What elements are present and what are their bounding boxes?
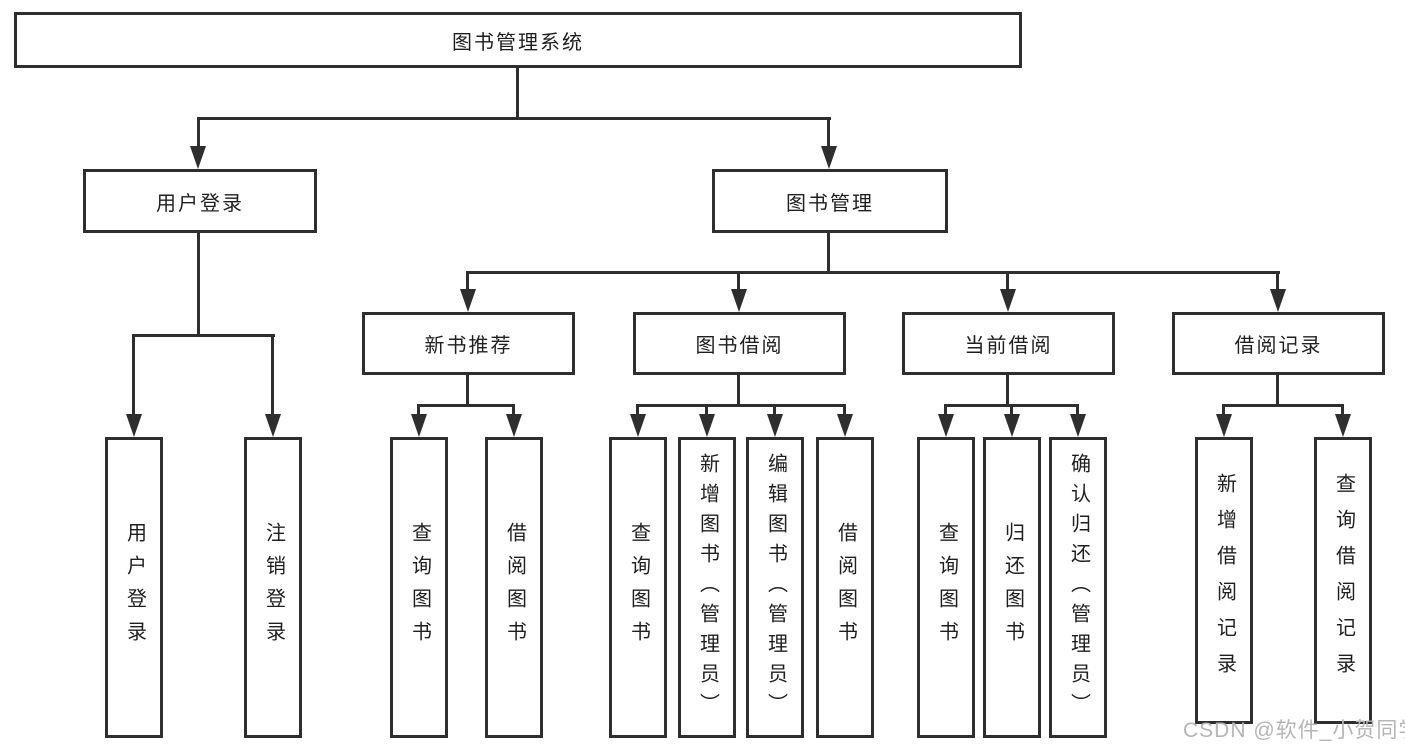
leaf-borrow-books-label: 借阅图书 xyxy=(834,521,857,654)
leaf-query-books-label: 查询图书 xyxy=(627,521,650,654)
connector-stem xyxy=(705,404,708,417)
arrowhead-down-icon xyxy=(767,414,783,437)
arrowhead-down-icon xyxy=(1070,414,1086,437)
connector-stem xyxy=(1222,404,1225,417)
leaf-confirm-return-admin: 确认归还（管理员） xyxy=(1049,437,1107,738)
node-current-borrowing: 当前借阅 xyxy=(902,312,1115,375)
connector-stem-current-borrow xyxy=(1006,271,1009,292)
connector-new-book-drop-line xyxy=(466,373,469,406)
connector-stem-book-management xyxy=(827,117,830,149)
leaf-logout: 注销登录 xyxy=(244,437,302,738)
connector-stem xyxy=(1341,404,1344,417)
connector-current-borrow-drop-line xyxy=(1006,373,1009,406)
leaf-logout-label: 注销登录 xyxy=(262,521,285,654)
connector-stem-leaf-user-login xyxy=(132,334,135,417)
connector-stem-book-borrow xyxy=(737,271,740,292)
node-user-login: 用户登录 xyxy=(83,169,317,233)
leaf-borrow-books-recommend: 借阅图书 xyxy=(485,437,543,738)
connector-stem xyxy=(843,404,846,417)
leaf-add-books-admin: 新增图书（管理员） xyxy=(678,437,736,738)
node-new-book-recommendation: 新书推荐 xyxy=(362,312,575,375)
leaf-query-borrow-record: 查询借阅记录 xyxy=(1314,437,1372,724)
connector-stem xyxy=(512,404,515,417)
arrowhead-down-icon xyxy=(506,414,522,437)
leaf-borrow-books: 借阅图书 xyxy=(816,437,874,738)
connector-user-login-drop-line xyxy=(197,231,200,336)
connector-level1-bus-line xyxy=(197,117,831,120)
node-book-management: 图书管理 xyxy=(712,169,948,233)
arrowhead-down-icon xyxy=(1270,289,1286,312)
connector-stem xyxy=(636,404,639,417)
connector-new-book-bus-line xyxy=(417,404,515,407)
connector-book-borrow-bus-line xyxy=(636,404,846,407)
node-borrowing-records-label: 借阅记录 xyxy=(1234,335,1323,357)
leaf-return-books: 归还图书 xyxy=(983,437,1041,738)
leaf-query-borrow-record-label: 查询借阅记录 xyxy=(1332,472,1355,689)
connector-stem xyxy=(1010,404,1013,417)
arrowhead-down-icon xyxy=(630,414,646,437)
node-library-management-system-label: 图书管理系统 xyxy=(452,31,584,54)
connector-user-login-bus-line xyxy=(132,334,275,337)
connector-root-drop-line xyxy=(516,66,519,119)
arrowhead-down-icon xyxy=(265,414,281,437)
connector-stem xyxy=(773,404,776,417)
connector-stem-leaf-logout xyxy=(271,334,274,417)
arrowhead-down-icon xyxy=(699,414,715,437)
node-new-book-recommendation-label: 新书推荐 xyxy=(424,335,513,357)
arrowhead-down-icon xyxy=(1335,414,1351,437)
connector-book-borrow-drop-line xyxy=(737,373,740,406)
leaf-query-books-label: 查询图书 xyxy=(408,521,431,654)
node-library-management-system: 图书管理系统 xyxy=(14,12,1022,68)
leaf-query-books-recommend: 查询图书 xyxy=(390,437,448,738)
node-borrowing-records: 借阅记录 xyxy=(1172,312,1385,375)
leaf-add-borrow-record-label: 新增借阅记录 xyxy=(1213,472,1236,689)
arrowhead-down-icon xyxy=(460,289,476,312)
leaf-query-books-label: 查询图书 xyxy=(935,521,958,654)
leaf-query-books-current: 查询图书 xyxy=(917,437,975,738)
leaf-user-login: 用户登录 xyxy=(105,437,163,738)
connector-stem xyxy=(1076,404,1079,417)
connector-borrow-records-bus-line xyxy=(1222,404,1344,407)
arrowhead-down-icon xyxy=(190,146,206,169)
connector-level3-bus-line xyxy=(466,271,1280,274)
arrowhead-down-icon xyxy=(837,414,853,437)
node-user-login-label: 用户登录 xyxy=(156,192,244,215)
node-book-management-label: 图书管理 xyxy=(786,192,874,215)
arrowhead-down-icon xyxy=(411,414,427,437)
arrowhead-down-icon xyxy=(938,414,954,437)
leaf-user-login-label: 用户登录 xyxy=(123,521,146,654)
arrowhead-down-icon xyxy=(1004,414,1020,437)
node-book-borrowing-label: 图书借阅 xyxy=(695,335,784,357)
leaf-query-books-borrowing: 查询图书 xyxy=(609,437,667,738)
node-current-borrowing-label: 当前借阅 xyxy=(964,335,1053,357)
arrowhead-down-icon xyxy=(1216,414,1232,437)
arrowhead-down-icon xyxy=(126,414,142,437)
csdn-watermark: CSDN @软件_小贺同学 xyxy=(1183,719,1405,742)
connector-stem-new-book xyxy=(466,271,469,292)
leaf-borrow-books-label: 借阅图书 xyxy=(503,521,526,654)
connector-stem xyxy=(944,404,947,417)
connector-stem-user-login xyxy=(197,117,200,149)
connector-borrow-records-drop-line xyxy=(1276,373,1279,406)
leaf-add-books-admin-label: 新增图书（管理员） xyxy=(696,452,719,723)
leaf-add-borrow-record: 新增借阅记录 xyxy=(1195,437,1253,724)
leaf-edit-books-admin-label: 编辑图书（管理员） xyxy=(764,452,787,723)
leaf-return-books-label: 归还图书 xyxy=(1001,521,1024,654)
connector-stem xyxy=(417,404,420,417)
leaf-confirm-return-admin-label: 确认归还（管理员） xyxy=(1067,452,1090,723)
arrowhead-down-icon xyxy=(731,289,747,312)
node-book-borrowing: 图书借阅 xyxy=(633,312,846,375)
connector-stem-borrow-records xyxy=(1276,271,1279,292)
arrowhead-down-icon xyxy=(1000,289,1016,312)
connector-book-management-drop-line xyxy=(827,231,830,273)
leaf-edit-books-admin: 编辑图书（管理员） xyxy=(746,437,804,738)
arrowhead-down-icon xyxy=(821,146,837,169)
